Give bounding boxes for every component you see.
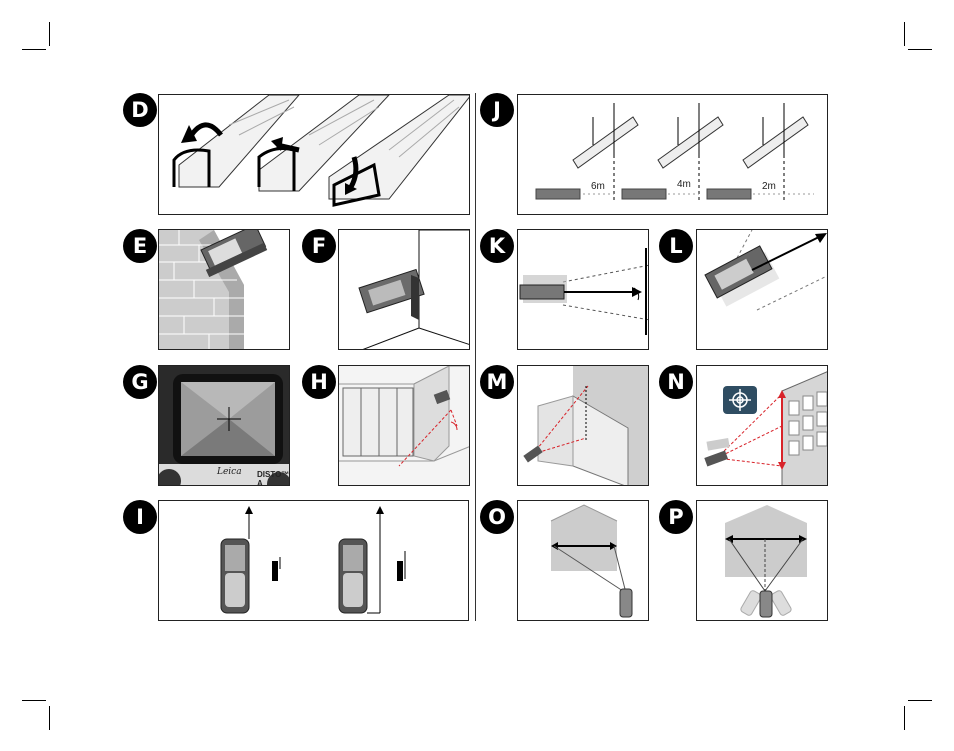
- illustration-indirect-height: [518, 366, 649, 486]
- panel-h-window: [338, 365, 470, 486]
- illustration-reference-length: [518, 95, 828, 215]
- model-label: DISTO™ A: [257, 470, 289, 486]
- illustration-end-piece-fold: [159, 95, 470, 215]
- panel-f-corner: [338, 229, 470, 350]
- illustration-device-in-corner: [339, 230, 470, 350]
- crop-mark: [904, 22, 905, 46]
- badge-i: I: [123, 500, 157, 534]
- panel-l-angle: [696, 229, 828, 350]
- crop-mark: [22, 700, 46, 701]
- illustration-indirect-width: [518, 501, 649, 621]
- badge-l: L: [659, 229, 693, 263]
- panel-k-tripod: [517, 229, 649, 350]
- panel-d-end-piece: [158, 94, 470, 215]
- badge-j: J: [480, 93, 514, 127]
- crop-mark: [904, 706, 905, 730]
- distance-label-1: 6m: [591, 181, 605, 192]
- badge-h: H: [302, 365, 336, 399]
- illustration-width-two-shots: [697, 501, 828, 621]
- panel-p-width-pythagoras: [696, 500, 828, 621]
- panel-m-height: [517, 365, 649, 486]
- distance-label-3: 2m: [762, 181, 776, 192]
- crop-mark: [22, 49, 46, 50]
- panel-n-pythagoras: [696, 365, 828, 486]
- crop-mark: [49, 22, 50, 46]
- crop-mark: [908, 49, 932, 50]
- crop-mark: [49, 706, 50, 730]
- panel-o-width: [517, 500, 649, 621]
- illustration-reference-edge: [159, 501, 469, 621]
- illustration-window-measure: [339, 366, 470, 486]
- illustration-device-on-wall: [159, 230, 290, 350]
- crop-mark: [908, 700, 932, 701]
- distance-label-2: 4m: [677, 179, 691, 190]
- center-divider: [475, 93, 476, 621]
- badge-e: E: [123, 229, 157, 263]
- illustration-pythagoras-measure: [697, 366, 828, 486]
- panel-i-reference-edge: [158, 500, 469, 621]
- badge-f: F: [302, 229, 336, 263]
- badge-g: G: [123, 365, 157, 399]
- badge-p: P: [659, 500, 693, 534]
- badge-k: K: [480, 229, 514, 263]
- panel-e-wall: [158, 229, 290, 350]
- illustration-angled-measure: [697, 230, 828, 350]
- brand-label: Leica: [217, 467, 242, 477]
- badge-n: N: [659, 365, 693, 399]
- illustration-horizontal-measure: [518, 230, 649, 350]
- panel-g-display: Leica DISTO™ A: [158, 365, 290, 486]
- panel-j-reference-length: 6m 4m 2m: [517, 94, 828, 215]
- badge-d: D: [123, 93, 157, 127]
- badge-o: O: [480, 500, 514, 534]
- badge-m: M: [480, 365, 514, 399]
